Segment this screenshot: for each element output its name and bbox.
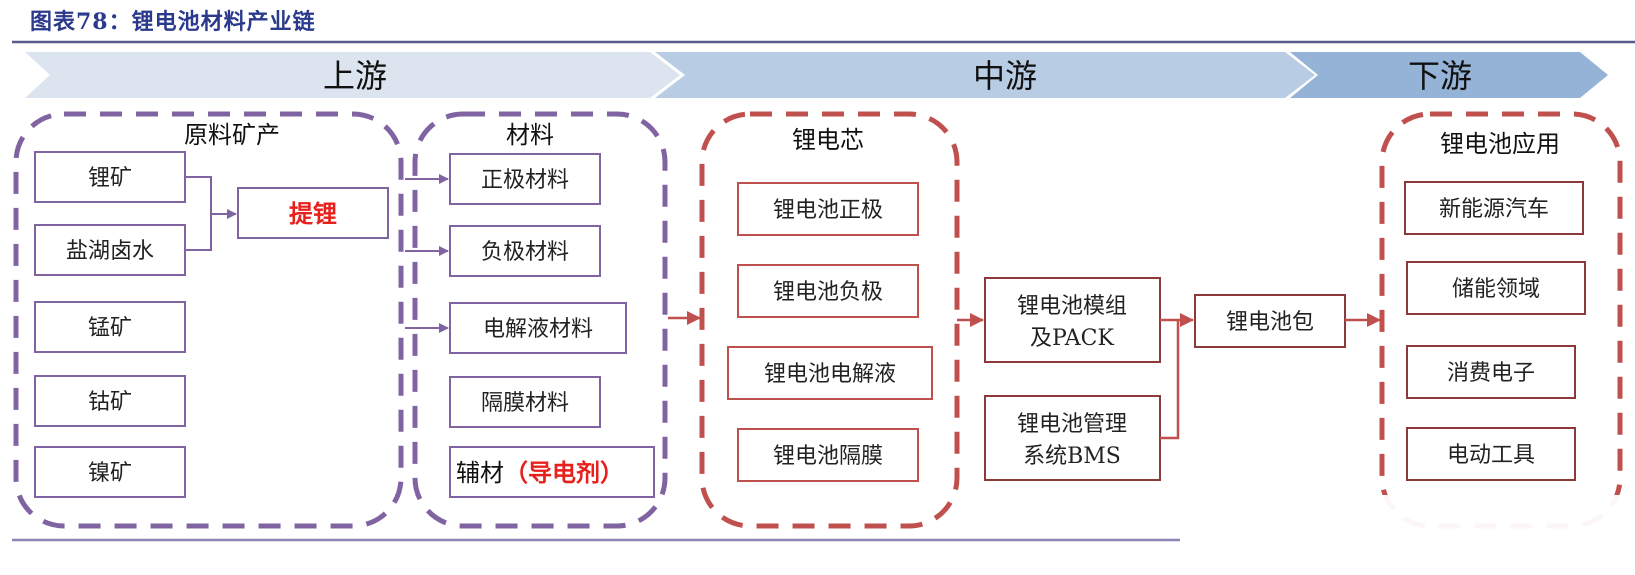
svg-text:钴矿: 钴矿 bbox=[88, 390, 132, 415]
material-box-auxiliary: 辅材（导电剂） bbox=[449, 446, 655, 498]
raw-minerals-group bbox=[13, 111, 404, 529]
svg-text:锂电池包: 锂电池包 bbox=[1226, 310, 1314, 335]
applications-title: 锂电池应用 bbox=[1440, 130, 1560, 158]
material-box-cathode: 正极材料 bbox=[449, 153, 601, 205]
mineral-box-lithium: 锂矿 bbox=[34, 151, 186, 203]
watermark-fade-overlay bbox=[1180, 495, 1635, 575]
svg-text:电动工具: 电动工具 bbox=[1447, 443, 1535, 468]
svg-text:提锂: 提锂 bbox=[289, 200, 337, 228]
svg-text:消费电子: 消费电子 bbox=[1447, 361, 1535, 386]
cell-group bbox=[699, 111, 960, 529]
svg-text:锂电池正极: 锂电池正极 bbox=[773, 198, 883, 223]
svg-text:锂电池隔膜: 锂电池隔膜 bbox=[773, 444, 883, 469]
upstream-chevron bbox=[25, 52, 680, 98]
connector-minerals-to-extraction bbox=[185, 176, 236, 251]
applications-group bbox=[1379, 111, 1623, 529]
cell-box-anode: 锂电池负极 bbox=[737, 264, 919, 318]
lithium-extraction-box: 提锂 bbox=[237, 187, 389, 239]
figure-title: 图表78：锂电池材料产业链 bbox=[30, 9, 316, 35]
svg-text:隔膜材料: 隔膜材料 bbox=[481, 391, 569, 416]
materials-group bbox=[412, 111, 668, 529]
svg-text:锂电池管理: 锂电池管理 bbox=[1017, 412, 1127, 437]
downstream-chevron bbox=[1290, 52, 1608, 98]
cell-title: 锂电芯 bbox=[792, 126, 864, 154]
svg-text:负极材料: 负极材料 bbox=[481, 240, 569, 265]
material-box-anode: 负极材料 bbox=[449, 225, 601, 277]
svg-text:正极材料: 正极材料 bbox=[481, 168, 569, 193]
stage-downstream-label: 下游 bbox=[1408, 57, 1472, 95]
mineral-box-brine: 盐湖卤水 bbox=[34, 224, 186, 276]
mineral-box-manganese: 锰矿 bbox=[34, 301, 186, 353]
stage-upstream-label: 上游 bbox=[323, 57, 387, 95]
materials-title: 材料 bbox=[506, 121, 554, 149]
svg-text:及PACK: 及PACK bbox=[1030, 326, 1115, 351]
battery-pack-box: 锂电池包 bbox=[1194, 294, 1346, 348]
svg-text:锰矿: 锰矿 bbox=[88, 316, 132, 341]
svg-text:储能领域: 储能领域 bbox=[1452, 277, 1540, 302]
stage-midstream-label: 中游 bbox=[973, 57, 1037, 95]
app-box-consumer-electronics: 消费电子 bbox=[1406, 345, 1576, 399]
module-pack-box: 锂电池模组 及PACK bbox=[984, 277, 1161, 363]
mineral-box-cobalt: 钴矿 bbox=[34, 375, 186, 427]
bms-box: 锂电池管理 系统BMS bbox=[984, 395, 1161, 481]
midstream-chevron bbox=[655, 52, 1315, 98]
mineral-box-nickel: 镍矿 bbox=[34, 446, 186, 498]
app-box-power-tools: 电动工具 bbox=[1406, 427, 1576, 481]
svg-text:电解液材料: 电解液材料 bbox=[483, 317, 593, 342]
cell-box-electrolyte: 锂电池电解液 bbox=[727, 346, 933, 400]
cell-box-separator: 锂电池隔膜 bbox=[737, 428, 919, 482]
svg-text:锂电池电解液: 锂电池电解液 bbox=[764, 362, 896, 387]
svg-text:新能源汽车: 新能源汽车 bbox=[1439, 197, 1549, 222]
connector-module-bms-to-pack bbox=[1160, 320, 1193, 440]
svg-text:锂矿: 锂矿 bbox=[88, 166, 132, 191]
auxiliary-label: 辅材（导电剂） bbox=[456, 459, 624, 487]
svg-text:锂电池负极: 锂电池负极 bbox=[773, 280, 883, 305]
app-box-energy-storage: 储能领域 bbox=[1406, 261, 1586, 315]
app-box-ev: 新能源汽车 bbox=[1404, 181, 1584, 235]
svg-text:镍矿: 镍矿 bbox=[88, 461, 132, 486]
cell-box-cathode: 锂电池正极 bbox=[737, 182, 919, 236]
material-box-electrolyte: 电解液材料 bbox=[449, 302, 627, 354]
raw-minerals-title: 原料矿产 bbox=[184, 121, 280, 149]
svg-text:系统BMS: 系统BMS bbox=[1023, 444, 1121, 469]
svg-text:锂电池模组: 锂电池模组 bbox=[1017, 294, 1127, 319]
svg-text:盐湖卤水: 盐湖卤水 bbox=[66, 239, 154, 264]
material-box-separator: 隔膜材料 bbox=[449, 376, 601, 428]
